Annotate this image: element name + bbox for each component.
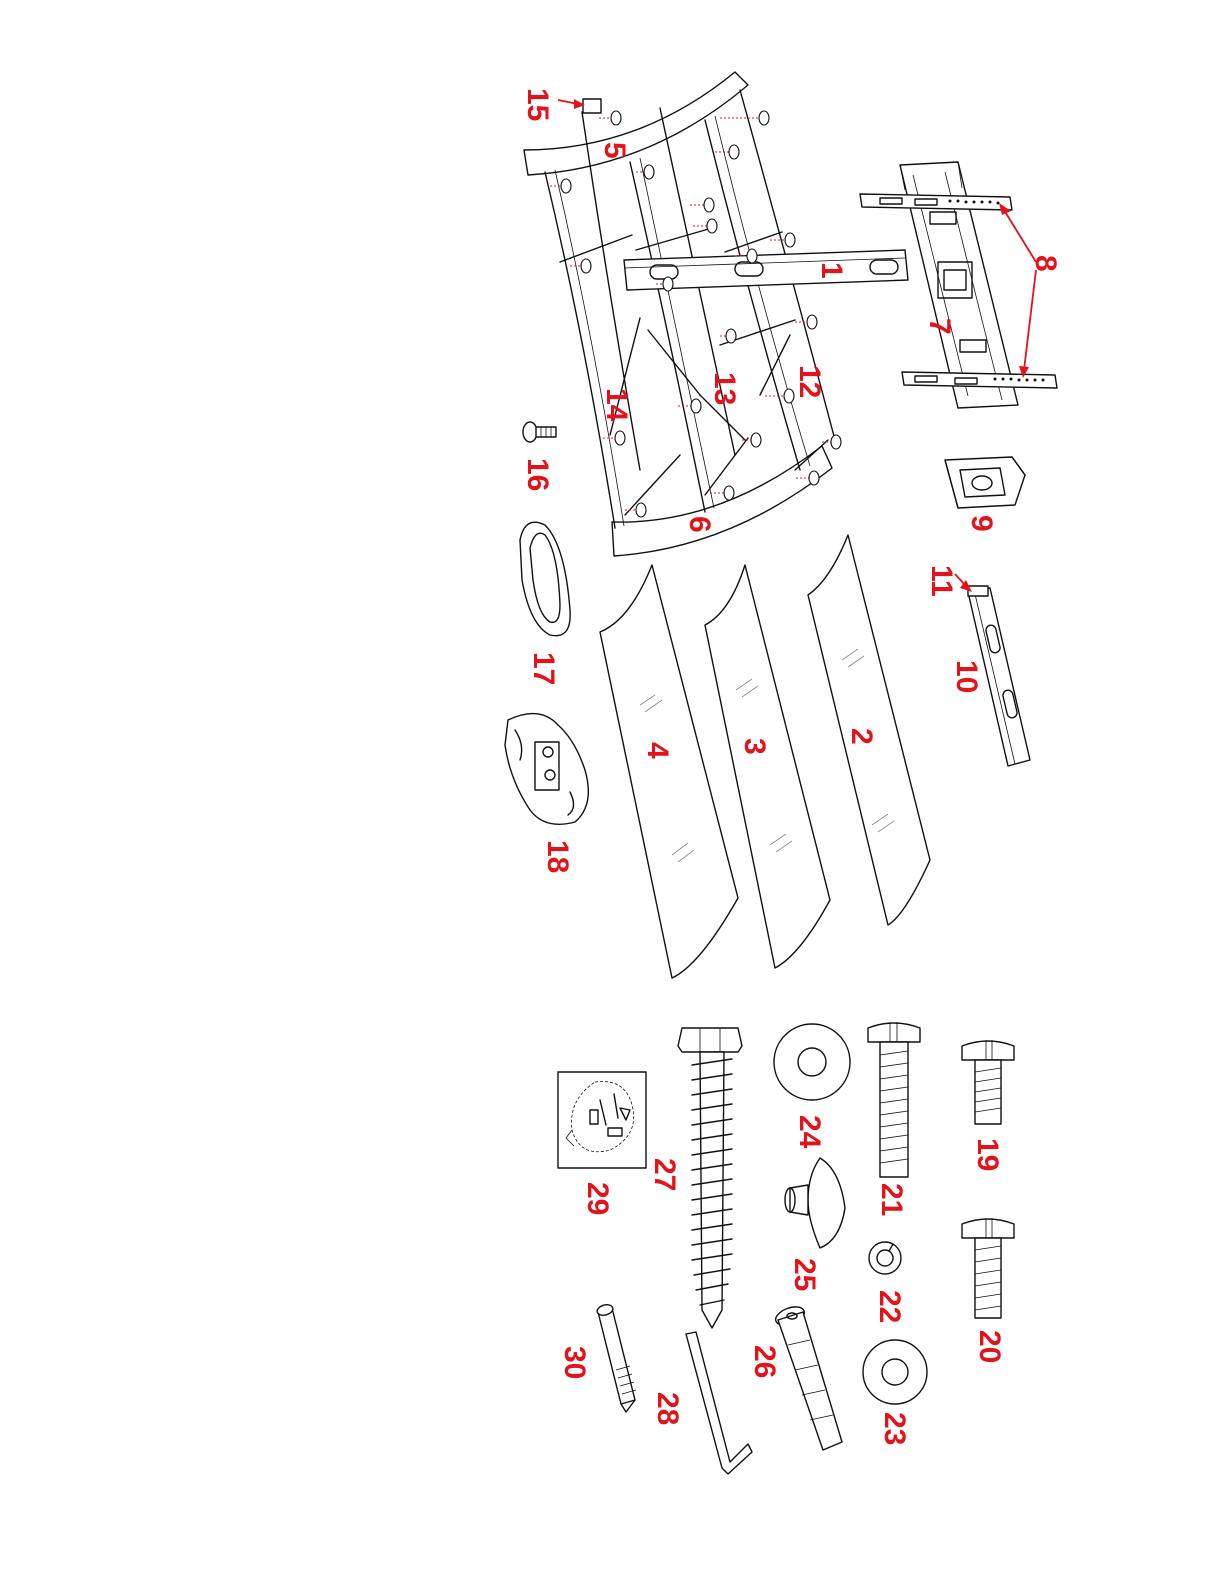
part-13-rail — [630, 162, 705, 512]
cross-member — [560, 235, 632, 262]
label-part-27: 27 — [648, 1158, 681, 1191]
part-25-cap — [785, 1158, 845, 1248]
label-part-13: 13 — [708, 372, 741, 405]
part-26-wall-anchor — [773, 1303, 842, 1450]
label-part-23: 23 — [878, 1412, 911, 1445]
label-part-30: 30 — [558, 1346, 591, 1379]
part-14-rail-inner — [555, 170, 624, 526]
label-part-16: 16 — [521, 458, 554, 491]
part-19-screw — [962, 1040, 1014, 1124]
label-part-18: 18 — [541, 840, 574, 873]
part-27-lag-bolt — [678, 1028, 742, 1328]
label-part-24: 24 — [793, 1115, 826, 1149]
part-30-marker — [596, 1303, 636, 1412]
label-part-4: 4 — [641, 742, 674, 759]
part-28-hex-key — [686, 1332, 752, 1474]
diagonal-brace — [625, 455, 680, 515]
part-23-washer — [863, 1340, 927, 1404]
tv-mount-assembly — [860, 162, 1057, 408]
glass-reflections — [640, 649, 894, 862]
part-20-screw — [962, 1218, 1014, 1318]
part-24-washer — [774, 1024, 850, 1100]
label-part-7: 7 — [923, 318, 956, 335]
part-22-lock-washer — [869, 1242, 901, 1274]
label-part-14: 14 — [600, 388, 633, 422]
label-part-3: 3 — [738, 738, 771, 755]
label-part-19: 19 — [971, 1138, 1004, 1171]
label-part-15: 15 — [521, 88, 554, 121]
label-part-6: 6 — [683, 516, 716, 533]
frame-pins — [550, 111, 841, 517]
label-part-2: 2 — [845, 728, 878, 745]
label-part-17: 17 — [527, 652, 560, 685]
part-15-end-plug — [583, 99, 601, 113]
part-3-glass-shelf — [705, 565, 830, 968]
label-part-5: 5 — [598, 142, 631, 159]
part-9-bracket — [945, 457, 1025, 508]
label-part-20: 20 — [973, 1330, 1006, 1363]
label-part-21: 21 — [875, 1183, 908, 1216]
part-14-rail — [545, 172, 615, 528]
part-18-cable-clip — [505, 714, 588, 825]
label-part-8: 8 — [1029, 255, 1062, 272]
stand-frame — [524, 72, 908, 556]
label-part-29: 29 — [581, 1182, 614, 1215]
label-part-12: 12 — [793, 365, 826, 398]
label-part-28: 28 — [651, 1392, 684, 1425]
label-part-26: 26 — [748, 1345, 781, 1378]
diagonal-brace — [648, 330, 700, 395]
label-part-25: 25 — [788, 1258, 821, 1291]
label-part-1: 1 — [815, 262, 848, 279]
part-29-hardware-pack — [558, 1072, 646, 1168]
label-part-22: 22 — [873, 1290, 906, 1323]
part-16-screw — [523, 422, 556, 442]
label-part-10: 10 — [950, 660, 983, 693]
part-6-bottom-cap — [612, 446, 832, 556]
label-part-11: 11 — [925, 565, 958, 597]
part-12-rail — [705, 120, 800, 470]
part-21-screw — [868, 1022, 920, 1177]
part-17-grommet — [520, 522, 570, 636]
label-part-9: 9 — [965, 515, 998, 532]
part-4-glass-shelf — [600, 565, 738, 978]
